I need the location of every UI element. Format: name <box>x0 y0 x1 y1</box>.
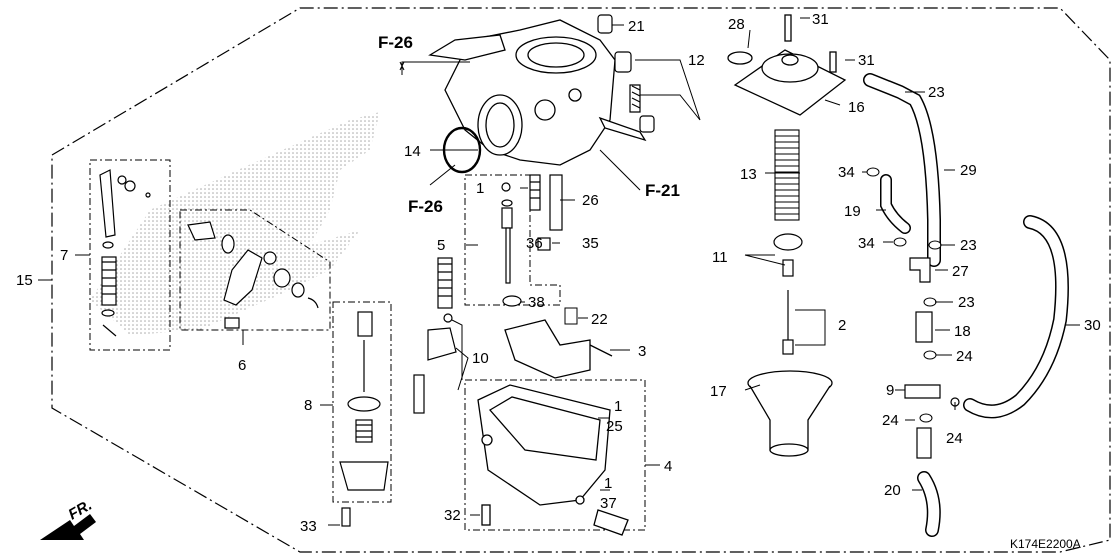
hose-30 <box>963 215 1069 419</box>
callout-9: 9 <box>886 382 894 399</box>
callout-14: 14 <box>404 143 421 160</box>
callout-15: 15 <box>16 272 33 289</box>
callout-7: 7 <box>60 247 68 264</box>
part-22 <box>564 307 578 325</box>
front-direction-arrow-icon <box>40 514 96 540</box>
callout-22: 22 <box>591 311 608 328</box>
callout-24b: 24 <box>946 430 963 447</box>
callout-23b: 23 <box>960 237 977 254</box>
callout-17: 17 <box>710 383 727 400</box>
callout-35: 35 <box>582 235 599 252</box>
parts-12-21 <box>597 14 655 133</box>
callout-1a: 1 <box>476 180 484 197</box>
callout-27: 27 <box>952 263 969 280</box>
callout-6: 6 <box>238 357 246 374</box>
part-3-float <box>504 319 613 379</box>
leader-lines <box>38 17 1080 526</box>
diaphragm-17 <box>747 370 833 457</box>
callout-24c: 24 <box>882 412 899 429</box>
callout-33: 33 <box>300 518 317 535</box>
parts-group-8 <box>339 311 389 527</box>
callout-36: 36 <box>526 235 543 252</box>
parts-group-5 <box>501 182 522 307</box>
group-6-box <box>179 209 331 331</box>
parts-group-4-float-chamber <box>477 384 629 536</box>
callout-26: 26 <box>582 192 599 209</box>
callout-34a: 34 <box>838 164 855 181</box>
callout-8: 8 <box>304 397 312 414</box>
parts-group-10 <box>413 257 457 414</box>
parts-2-11 <box>773 233 803 355</box>
callout-24a: 24 <box>956 348 973 365</box>
outer-boundary <box>51 7 1111 553</box>
parts-9-18-20-27 <box>904 257 960 459</box>
frame-ref-f26-left: F-26 <box>408 197 443 216</box>
group-8-box <box>332 301 392 503</box>
wing-logo-watermark <box>90 112 380 335</box>
callout-12: 12 <box>688 52 705 69</box>
callout-1c: 1 <box>604 475 612 492</box>
callout-23a: 23 <box>928 84 945 101</box>
callout-2: 2 <box>838 317 846 334</box>
carburetor-body <box>428 19 647 166</box>
parts-group-7 <box>99 169 151 337</box>
callout-34b: 34 <box>858 235 875 252</box>
callout-labels: 21 12 14 1 5 26 36 35 38 22 3 10 6 7 15 … <box>16 11 1101 535</box>
callout-28: 28 <box>728 16 745 33</box>
callout-29: 29 <box>960 162 977 179</box>
callout-4: 4 <box>664 458 672 475</box>
callout-16: 16 <box>848 99 865 116</box>
callout-31a: 31 <box>812 11 829 28</box>
frame-ref-f26-top: F-26 <box>378 33 413 52</box>
callout-18: 18 <box>954 323 971 340</box>
callout-32: 32 <box>444 507 461 524</box>
callout-30: 30 <box>1084 317 1101 334</box>
callout-10: 10 <box>472 350 489 367</box>
frame-ref-f21: F-21 <box>645 181 680 200</box>
diagram-code: K174E2200A <box>1010 537 1081 551</box>
parts-group-6 <box>187 221 319 329</box>
diaphragm-cover-16 <box>727 14 847 116</box>
callout-13: 13 <box>740 166 757 183</box>
spring-13 <box>774 129 800 221</box>
callout-3: 3 <box>638 343 646 360</box>
callout-23c: 23 <box>958 294 975 311</box>
parts-26-35-36 <box>529 174 563 251</box>
callout-11: 11 <box>712 249 728 266</box>
callout-21: 21 <box>628 18 645 35</box>
callout-25: 25 <box>606 418 623 435</box>
callout-37: 37 <box>600 495 617 512</box>
callout-5: 5 <box>437 237 445 254</box>
group-4-box <box>464 379 646 531</box>
callout-19: 19 <box>844 203 861 220</box>
callout-31b: 31 <box>858 52 875 69</box>
clips <box>866 167 942 423</box>
callout-1b: 1 <box>614 398 622 415</box>
callout-38: 38 <box>528 294 545 311</box>
callout-20: 20 <box>884 482 901 499</box>
